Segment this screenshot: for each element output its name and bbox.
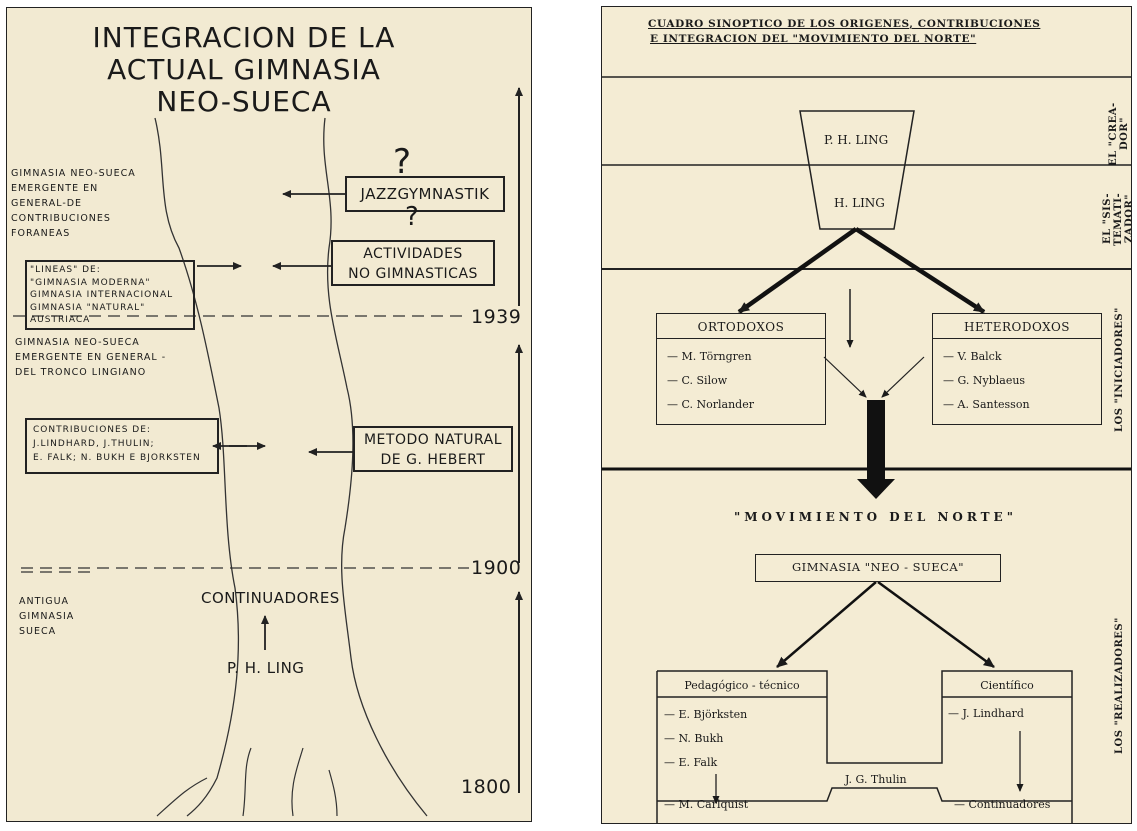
year-1939: 1939 (471, 306, 522, 328)
text-line: SUECA (19, 626, 57, 637)
question-mark-top: ? (393, 142, 412, 182)
title-line: INTEGRACION DE LA (92, 21, 396, 54)
text-line: DOR" (1119, 117, 1130, 151)
text-line: EL "SIS- (1102, 193, 1113, 245)
label-neo-sueca-foranea: GIMNASIA NEO-SUECA EMERGENTE EN GENERAL-… (11, 166, 136, 241)
tree-trunk-right-edge (323, 117, 428, 817)
tree-root (291, 747, 304, 817)
list-item: — E. Falk (664, 756, 718, 769)
flow-arrowhead (857, 479, 895, 499)
text-line: GIMNASIA (19, 611, 75, 622)
text-line: GIMNASIA NEO-SUECA (11, 168, 136, 179)
arrow-to-cientifico (877, 580, 995, 669)
creator-trapezoid (799, 110, 915, 230)
year-1800: 1800 (461, 776, 512, 798)
tree-root (156, 777, 208, 817)
text-line: GENERAL-DE (11, 198, 83, 209)
text-line: CUADRO SINOPTICO DE LOS ORIGENES, CONTRI… (648, 18, 1041, 30)
text-line: ACTIVIDADES (363, 246, 463, 262)
list-item: — C. Silow (667, 374, 728, 387)
box-title-pedagogico: Pedagógico - técnico (684, 679, 800, 692)
side-label-creador: EL "CREA- DOR" (1108, 99, 1130, 169)
arrow-to-heterodoxos (854, 227, 986, 314)
list-item: — V. Balck (943, 350, 1002, 363)
title-line: NEO-SUECA (156, 85, 332, 118)
left-diagram-lines (13, 87, 523, 817)
left-title: INTEGRACION DE LA ACTUAL GIMNASIA NEO-SU… (69, 22, 419, 118)
arrow-converge-right (881, 356, 925, 398)
side-label-realizadores: LOS "REALIZADORES" (1114, 617, 1125, 755)
arrow-to-ortodoxos (737, 227, 858, 314)
text-line: GIMNASIA NEO-SUECA (15, 337, 140, 348)
lower-structure-bottom (657, 787, 1072, 802)
text-line: ANTIGUA (19, 596, 70, 607)
box-jazzgymnastik: JAZZGYMNASTIK (345, 176, 505, 212)
right-diagram-panel: CUADRO SINOPTICO DE LOS ORIGENES, CONTRI… (601, 6, 1132, 824)
text-line: CONTRIBUCIONES DE: (33, 425, 151, 435)
year-1900: 1900 (471, 557, 522, 579)
text-line: EMERGENTE EN (11, 183, 99, 194)
text-line: EL "CREA- (1108, 102, 1119, 166)
label-h-ling: H. LING (834, 196, 885, 210)
text-line: CONTRIBUCIONES (11, 213, 111, 224)
box-ortodoxos: ORTODOXOS — M. Törngren — C. Silow — C. … (656, 313, 826, 425)
box-title: HETERODOXOS (933, 314, 1101, 339)
list-item: — C. Norlander (667, 398, 754, 411)
text-line: GIMNASIA INTERNACIONAL (30, 290, 174, 300)
text-line: E. FALK; N. BUKH E BJORKSTEN (33, 453, 201, 463)
text-line: "LINEAS" DE: (30, 265, 101, 275)
text-line: METODO NATURAL (363, 432, 503, 448)
tree-root (328, 769, 338, 817)
text-line: E INTEGRACION DEL "MOVIMIENTO DEL NORTE" (650, 33, 977, 45)
header-title: CUADRO SINOPTICO DE LOS ORIGENES, CONTRI… (648, 17, 1040, 47)
text-line: DE G. HEBERT (380, 452, 486, 468)
list-item-carlquist: — M. Carlquist (664, 798, 749, 811)
box-metodo-natural: METODO NATURAL DE G. HEBERT (353, 426, 513, 472)
list-item: — E. Björksten (664, 708, 748, 721)
list-item: — N. Bukh (664, 732, 724, 745)
box-title: ORTODOXOS (657, 314, 825, 339)
text-line: ZADOR" (1124, 194, 1132, 244)
arrow-converge-left (823, 356, 867, 398)
text-line: AUSTRIACA (30, 315, 91, 325)
title-line: ACTUAL GIMNASIA (107, 53, 381, 86)
label-ph-ling: P. H. LING (227, 659, 305, 677)
text-line: EMERGENTE EN GENERAL - (15, 352, 167, 363)
arrow-to-pedagogico (776, 581, 877, 668)
box-gimnasia-neo-sueca: GIMNASIA "NEO - SUECA" (755, 554, 1001, 582)
text-line: J.LINDHARD, J.THULIN; (33, 439, 155, 449)
box-heterodoxos: HETERODOXOS — V. Balck — G. Nyblaeus — A… (932, 313, 1102, 425)
text-line: NO GIMNASTICAS (348, 266, 478, 282)
tree-root (242, 747, 252, 817)
list-pedagogico: — E. Björksten — N. Bukh — E. Falk (664, 703, 747, 775)
flow-bar (867, 400, 885, 480)
label-jg-thulin: J. G. Thulin (845, 773, 907, 786)
text-line: DEL TRONCO LINGIANO (15, 367, 147, 378)
right-diagram-lines (602, 76, 1131, 823)
label-ph-ling: P. H. LING (824, 133, 889, 147)
label-movimiento-del-norte: "MOVIMIENTO DEL NORTE" (734, 510, 1017, 524)
label-continuadores: CONTINUADORES (201, 589, 340, 607)
label-neo-sueca-lingiano: GIMNASIA NEO-SUECA EMERGENTE EN GENERAL … (15, 335, 166, 380)
left-diagram-panel: INTEGRACION DE LA ACTUAL GIMNASIA NEO-SU… (6, 7, 532, 822)
tree-trunk-left-edge (154, 117, 240, 817)
box-title-cientifico: Científico (980, 679, 1034, 692)
box-actividades: ACTIVIDADES NO GIMNASTICAS (331, 240, 495, 286)
text-line: GIMNASIA "NATURAL" (30, 302, 146, 313)
box-lineas: "LINEAS" DE: "GIMNASIA MODERNA" GIMNASIA… (25, 260, 195, 330)
box-contribuciones: CONTRIBUCIONES DE: J.LINDHARD, J.THULIN;… (25, 418, 219, 474)
list-item: — M. Törngren (667, 350, 752, 363)
text-line: TEMATI- (1113, 192, 1124, 246)
side-label-iniciadores: LOS "INICIADORES" (1114, 307, 1125, 432)
side-label-sistematizador: EL "SIS- TEMATI- ZADOR" (1102, 175, 1132, 263)
label-antigua-gimnasia: ANTIGUA GIMNASIA SUECA (19, 594, 74, 639)
text-line: "GIMNASIA MODERNA" (30, 277, 151, 288)
list-item: — G. Nyblaeus (943, 374, 1026, 387)
list-item: — A. Santesson (943, 398, 1030, 411)
text-line: FORANEAS (11, 228, 71, 239)
question-mark-bottom: ? (405, 202, 420, 232)
list-item-continuadores: — Continuadores (954, 798, 1051, 811)
list-item-lindhard: — J. Lindhard (948, 707, 1024, 720)
